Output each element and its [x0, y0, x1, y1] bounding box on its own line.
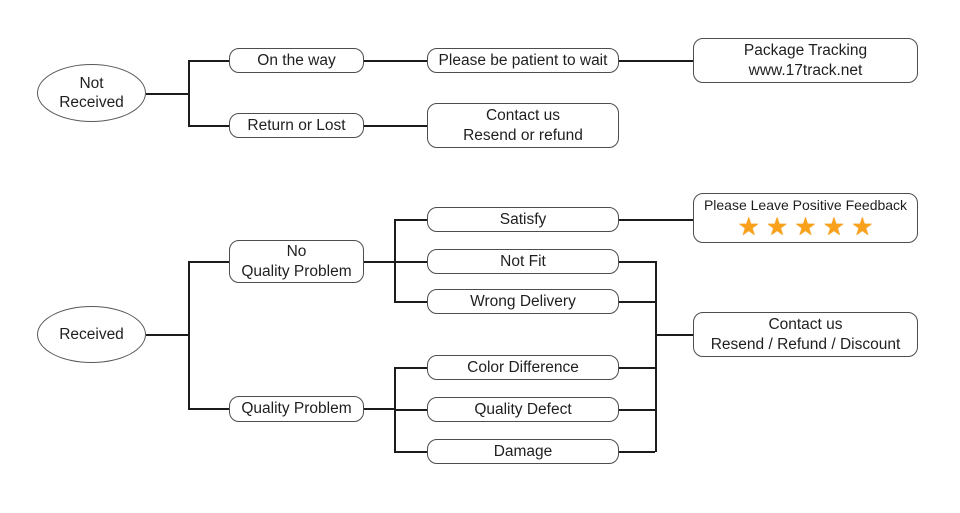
- node-label: On the way: [257, 51, 336, 69]
- connector-line: [364, 60, 427, 62]
- node-package-tracking: Package Tracking www.17track.net: [693, 38, 918, 83]
- node-label: Color Difference: [467, 358, 579, 376]
- connector-line: [364, 125, 427, 127]
- node-color-difference: Color Difference: [427, 355, 619, 380]
- node-label: Contact us Resend or refund: [463, 107, 583, 144]
- connector-line: [394, 301, 427, 303]
- connector-line: [188, 261, 229, 263]
- node-not-received: Not Received: [37, 64, 146, 122]
- node-not-fit: Not Fit: [427, 249, 619, 274]
- connector-line: [394, 261, 427, 263]
- node-label: Quality Problem: [241, 400, 352, 418]
- node-label: Please be patient to wait: [438, 51, 608, 69]
- connector-line: [364, 261, 394, 263]
- node-label: Return or Lost: [247, 116, 346, 134]
- connector-line: [146, 334, 189, 336]
- connector-line: [394, 219, 427, 221]
- node-label: Satisfy: [499, 210, 547, 228]
- node-on-the-way: On the way: [229, 48, 364, 73]
- connector-line: [655, 334, 693, 336]
- connector-line: [394, 367, 427, 369]
- node-label: No Quality Problem: [241, 243, 352, 280]
- connector-line: [364, 408, 394, 410]
- node-label: Package Tracking www.17track.net: [743, 42, 868, 79]
- node-wrong-delivery: Wrong Delivery: [427, 289, 619, 314]
- connector-line: [394, 451, 427, 453]
- connector-line: [188, 125, 229, 127]
- node-quality-defect: Quality Defect: [427, 397, 619, 422]
- connector-line: [619, 451, 655, 453]
- node-satisfy: Satisfy: [427, 207, 619, 232]
- node-label: Please Leave Positive Feedback: [703, 197, 908, 214]
- node-label: Damage: [493, 442, 553, 460]
- node-please-be-patient: Please be patient to wait: [427, 48, 619, 73]
- node-contact-us-resend-refund-discount: Contact us Resend / Refund / Discount: [693, 312, 918, 357]
- connector-line: [655, 261, 657, 452]
- node-positive-feedback: Please Leave Positive Feedback ★★★★★: [693, 193, 918, 243]
- node-contact-us-resend-or-refund: Contact us Resend or refund: [427, 103, 619, 148]
- connector-line: [188, 408, 229, 410]
- connector-line: [619, 367, 655, 369]
- node-label: Not Fit: [500, 252, 546, 270]
- connector-line: [394, 219, 396, 302]
- node-label: Not Received: [59, 74, 124, 111]
- connector-line: [619, 60, 693, 62]
- node-quality-problem: Quality Problem: [229, 396, 364, 422]
- connector-line: [394, 409, 427, 411]
- node-received: Received: [37, 306, 146, 363]
- connector-line: [619, 301, 655, 303]
- node-no-quality-problem: No Quality Problem: [229, 240, 364, 283]
- node-label: Quality Defect: [474, 400, 572, 418]
- connector-line: [188, 60, 229, 62]
- node-damage: Damage: [427, 439, 619, 464]
- node-label: Contact us Resend / Refund / Discount: [710, 316, 901, 353]
- connector-line: [619, 219, 693, 221]
- connector-line: [619, 409, 655, 411]
- node-label: Received: [59, 325, 124, 343]
- five-star-rating-icon: ★★★★★: [737, 212, 880, 241]
- connector-line: [188, 261, 190, 409]
- connector-line: [188, 60, 190, 126]
- node-return-or-lost: Return or Lost: [229, 113, 364, 138]
- node-label: Wrong Delivery: [470, 292, 576, 310]
- connector-line: [146, 93, 189, 95]
- connector-line: [619, 261, 655, 263]
